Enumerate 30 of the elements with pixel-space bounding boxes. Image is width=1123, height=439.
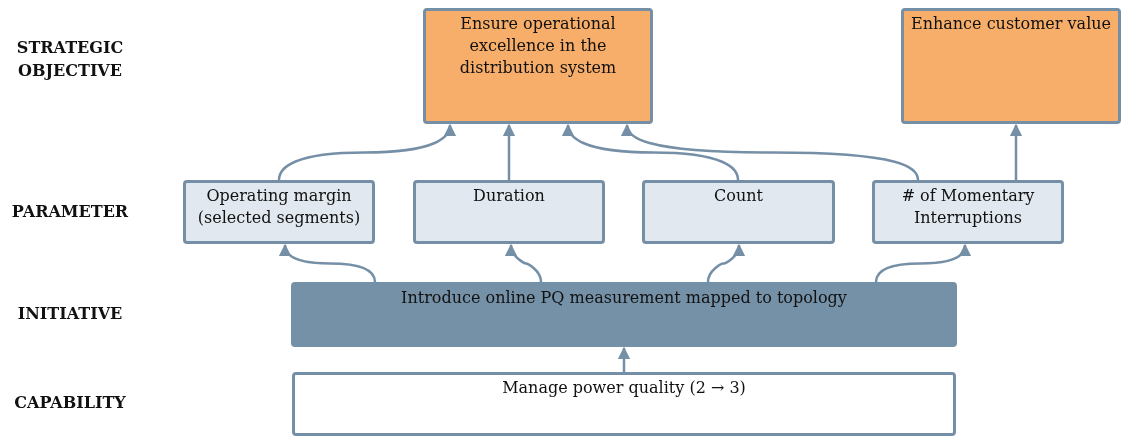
parameter-box [183,180,375,244]
row-label: PARAMETER [10,201,130,223]
arrow [277,123,456,181]
arrow [502,123,516,180]
parameter-box [872,180,1064,244]
parameter-box [413,180,605,244]
box-text: Enhance customer value [910,13,1112,35]
row-label: CAPABILITY [13,392,127,414]
arrow [706,243,745,283]
box-text: Count [713,185,764,207]
arrow [617,346,631,372]
arrow [562,123,740,181]
box-text: Operating margin (selected segments) [196,185,362,229]
box-text: Ensure operational excellence in the distribution system [458,13,618,79]
row-label: INITIATIVE [16,303,124,325]
row-label: STRATEGIC OBJECTIVE [15,37,125,82]
box-text: Introduce online PQ measurement mapped to topology [400,287,848,309]
objective-box [901,8,1121,124]
box-text: Duration [472,185,546,207]
arrow [279,243,377,283]
arrow [1009,123,1023,180]
box-text: Manage power quality (2 → 3) [501,377,747,399]
arrow [622,123,920,181]
box-text: # of Momentary Interruptions [900,185,1036,229]
initiative-box [291,282,957,347]
arrow [505,243,543,283]
objective-box [423,8,653,124]
parameter-box [642,180,835,244]
arrow [874,243,971,283]
capability-box [292,372,956,436]
